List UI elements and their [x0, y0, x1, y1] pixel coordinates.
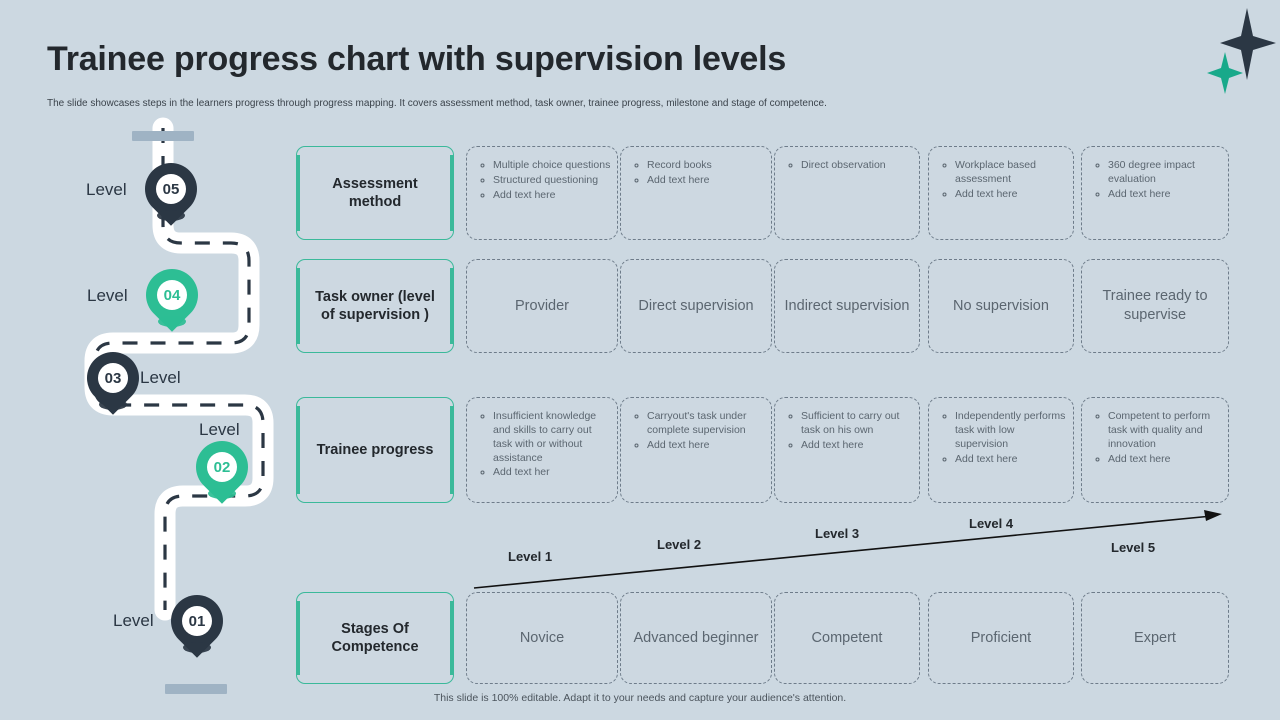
cell-r2c3[interactable]: Indirect supervision [774, 259, 920, 353]
row-label-task-owner[interactable]: Task owner (level of supervision ) [295, 259, 455, 353]
cell-r2c4[interactable]: No supervision [928, 259, 1074, 353]
list-item: Insufficient knowledge and skills to car… [493, 410, 611, 465]
level-pin-label-05: Level [86, 180, 127, 199]
road-cap-top [132, 131, 194, 141]
bullet-list: 360 degree impact evaluation Add text he… [1082, 147, 1228, 209]
pin-number: 03 [98, 363, 128, 393]
page-subtitle: The slide showcases steps in the learner… [47, 98, 827, 109]
pin-foot [158, 316, 186, 327]
bullet-list: Carryout's task under complete supervisi… [621, 398, 771, 460]
axis-tick-level-4: Level 4 [969, 516, 1014, 531]
axis-tick-level-3: Level 3 [815, 526, 860, 541]
cell-r4c4[interactable]: Proficient [928, 592, 1074, 684]
level-pin-label-02: Level [199, 420, 240, 439]
cell-r2c2[interactable]: Direct supervision [620, 259, 772, 353]
level-pin-04[interactable]: 04 [135, 258, 209, 335]
bullet-list: Workplace based assessment Add text here [929, 147, 1073, 209]
cell-r4c3[interactable]: Competent [774, 592, 920, 684]
pin-foot [183, 642, 211, 653]
level-pin-02[interactable]: 02 [185, 430, 259, 507]
bullet-list: Independently performs task with low sup… [929, 398, 1073, 473]
list-item: Competent to perform task with quality a… [1108, 410, 1222, 452]
road-cap-bottom [165, 684, 227, 694]
level-pin-label-01: Level [113, 611, 154, 630]
pin-number: 02 [207, 452, 237, 482]
level-pin-01[interactable]: 01 [160, 584, 234, 661]
list-item: 360 degree impact evaluation [1108, 159, 1222, 187]
cell-r1c4[interactable]: Workplace based assessment Add text here [928, 146, 1074, 240]
level-pin-label-03: Level [140, 368, 181, 387]
list-item: Workplace based assessment [955, 159, 1067, 187]
cell-r1c1[interactable]: Multiple choice questions Structured que… [466, 146, 618, 240]
page-title: Trainee progress chart with supervision … [47, 40, 787, 78]
progression-arrow [470, 500, 1230, 595]
cell-r4c2[interactable]: Advanced beginner [620, 592, 772, 684]
cell-r4c5[interactable]: Expert [1081, 592, 1229, 684]
pin-number: 01 [182, 606, 212, 636]
cell-r1c3[interactable]: Direct observation [774, 146, 920, 240]
list-item: Structured questioning [493, 174, 611, 188]
list-item: Direct observation [801, 159, 913, 173]
bullet-list: Competent to perform task with quality a… [1082, 398, 1228, 473]
pin-foot [208, 488, 236, 499]
list-item: Add text here [1108, 188, 1222, 202]
list-item: Add text here [955, 453, 1067, 467]
row-label-assessment-method[interactable]: Assessment method [295, 146, 455, 240]
bullet-list: Sufficient to carry out task on his own … [775, 398, 919, 460]
row-label-trainee-progress[interactable]: Trainee progress [295, 397, 455, 503]
level-pin-03[interactable]: 03 [76, 341, 150, 418]
cell-r3c5[interactable]: Competent to perform task with quality a… [1081, 397, 1229, 503]
cell-r1c2[interactable]: Record books Add text here [620, 146, 772, 240]
cell-r3c3[interactable]: Sufficient to carry out task on his own … [774, 397, 920, 503]
pin-number: 05 [156, 174, 186, 204]
cell-r2c5[interactable]: Trainee ready to supervise [1081, 259, 1229, 353]
footer-note: This slide is 100% editable. Adapt it to… [433, 692, 847, 704]
bullet-list: Direct observation [775, 147, 919, 180]
list-item: Multiple choice questions [493, 159, 611, 173]
cell-r2c1[interactable]: Provider [466, 259, 618, 353]
list-item: Add text here [647, 174, 765, 188]
list-item: Sufficient to carry out task on his own [801, 410, 913, 438]
pin-number: 04 [157, 280, 187, 310]
pin-foot [99, 399, 127, 410]
ascending-arrow-icon [473, 510, 1222, 589]
list-item: Add text here [647, 439, 765, 453]
list-item: Add text here [1108, 453, 1222, 467]
axis-tick-level-1: Level 1 [508, 549, 553, 564]
level-pin-05[interactable]: 05 [134, 152, 208, 229]
pin-foot [157, 210, 185, 221]
sparkle-star-icon [1207, 8, 1276, 94]
axis-tick-level-5: Level 5 [1111, 540, 1156, 555]
list-item: Add text her [493, 466, 611, 480]
bullet-list: Multiple choice questions Structured que… [467, 147, 617, 210]
level-pin-label-04: Level [87, 286, 128, 305]
cell-r3c1[interactable]: Insufficient knowledge and skills to car… [466, 397, 618, 503]
cell-r4c1[interactable]: Novice [466, 592, 618, 684]
cell-r3c4[interactable]: Independently performs task with low sup… [928, 397, 1074, 503]
list-item: Record books [647, 159, 765, 173]
row-label-stages-of-competence[interactable]: Stages Of Competence [295, 592, 455, 684]
list-item: Carryout's task under complete supervisi… [647, 410, 765, 438]
list-item: Add text here [801, 439, 913, 453]
decorative-stars [1200, 0, 1280, 100]
list-item: Independently performs task with low sup… [955, 410, 1067, 452]
cell-r3c2[interactable]: Carryout's task under complete supervisi… [620, 397, 772, 503]
bullet-list: Insufficient knowledge and skills to car… [467, 398, 617, 487]
bullet-list: Record books Add text here [621, 147, 771, 195]
axis-tick-level-2: Level 2 [657, 537, 702, 552]
list-item: Add text here [493, 189, 611, 203]
cell-r1c5[interactable]: 360 degree impact evaluation Add text he… [1081, 146, 1229, 240]
list-item: Add text here [955, 188, 1067, 202]
